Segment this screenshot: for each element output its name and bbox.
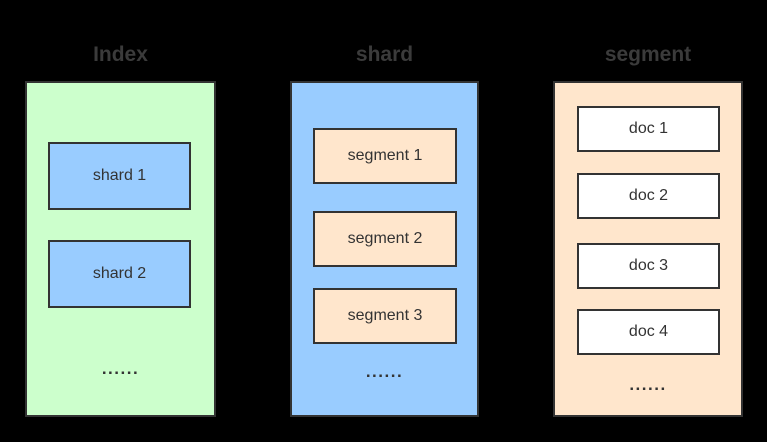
doc-3-box: doc 3 bbox=[577, 243, 720, 289]
doc-4-box: doc 4 bbox=[577, 309, 720, 355]
index-column-title: Index bbox=[93, 43, 148, 66]
index-ellipsis: ...... bbox=[101, 359, 140, 378]
shard-2-box: shard 2 bbox=[48, 240, 191, 308]
segment-1-box: segment 1 bbox=[313, 128, 457, 184]
shard-column-title: shard bbox=[355, 43, 414, 66]
segment-3-box: segment 3 bbox=[313, 288, 457, 344]
doc-2-box: doc 2 bbox=[577, 173, 720, 219]
segment-column-title: segment bbox=[604, 43, 692, 66]
segment-2-box: segment 2 bbox=[313, 211, 457, 267]
shard-1-box: shard 1 bbox=[48, 142, 191, 210]
segment-ellipsis: ...... bbox=[629, 375, 667, 394]
shard-ellipsis: ...... bbox=[365, 362, 404, 381]
doc-1-box: doc 1 bbox=[577, 106, 720, 152]
